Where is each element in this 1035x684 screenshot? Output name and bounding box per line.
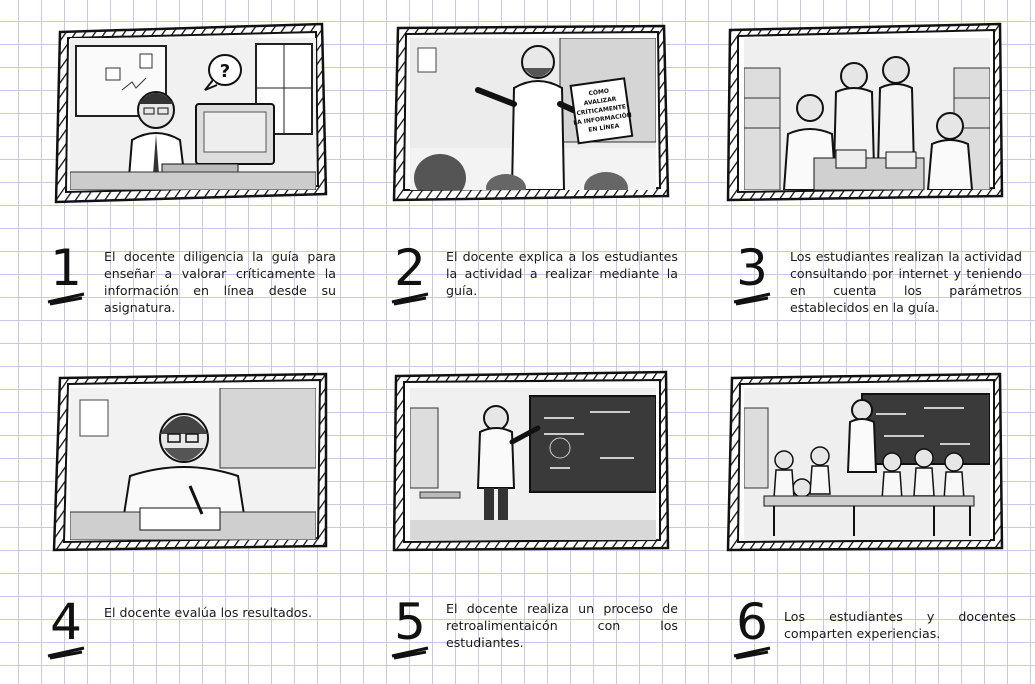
underline-mark <box>733 646 771 660</box>
step-number-1: 1 <box>36 240 96 310</box>
teacher-presenting-icon: CÓMO AVALIZAR CRÍTICAMENTE LA INFORMACIÓ… <box>410 38 656 190</box>
step-caption-6: Los estudiantes y docentes comparten exp… <box>784 609 1016 641</box>
step-number-6: 6 <box>722 594 782 664</box>
step-caption-5: El docente realiza un proceso de retroal… <box>446 601 678 650</box>
underline-mark <box>391 646 429 660</box>
storyboard-panel-4 <box>46 368 336 558</box>
students-library-icon <box>744 38 990 190</box>
storyboard-panel-3 <box>720 18 1010 208</box>
classroom-group-icon <box>744 388 990 540</box>
step-caption-4: El docente evalúa los resultados. <box>104 605 312 620</box>
step-number-5: 5 <box>380 594 440 664</box>
underline-mark <box>733 292 771 306</box>
storyboard-panel-1: ? <box>46 18 336 208</box>
poster: CÓMO AVALIZAR CRÍTICAMENTE LA INFORMACIÓ… <box>569 77 634 145</box>
step-caption-2: El docente explica a los estudiantes la … <box>446 249 678 298</box>
teacher-blackboard-icon <box>410 388 656 540</box>
svg-text:AVALIZAR: AVALIZAR <box>583 96 617 108</box>
underline-mark <box>47 292 85 306</box>
storyboard-panel-2: CÓMO AVALIZAR CRÍTICAMENTE LA INFORMACIÓ… <box>386 18 676 208</box>
svg-text:CÓMO: CÓMO <box>588 88 609 98</box>
teacher-computer-question-icon: ? <box>70 38 316 190</box>
step-caption-3: Los estudiantes realizan la actividad co… <box>790 249 1022 315</box>
underline-mark <box>391 292 429 306</box>
step-number-3: 3 <box>722 240 782 310</box>
teacher-grading-icon <box>70 388 316 540</box>
step-number-4: 4 <box>36 594 96 664</box>
underline-mark <box>47 646 85 660</box>
storyboard-panel-6 <box>720 368 1010 558</box>
svg-text:?: ? <box>220 61 230 82</box>
step-number-2: 2 <box>380 240 440 310</box>
step-caption-1: El docente diligencia la guía para enseñ… <box>104 249 336 315</box>
storyboard-panel-5 <box>386 368 676 558</box>
